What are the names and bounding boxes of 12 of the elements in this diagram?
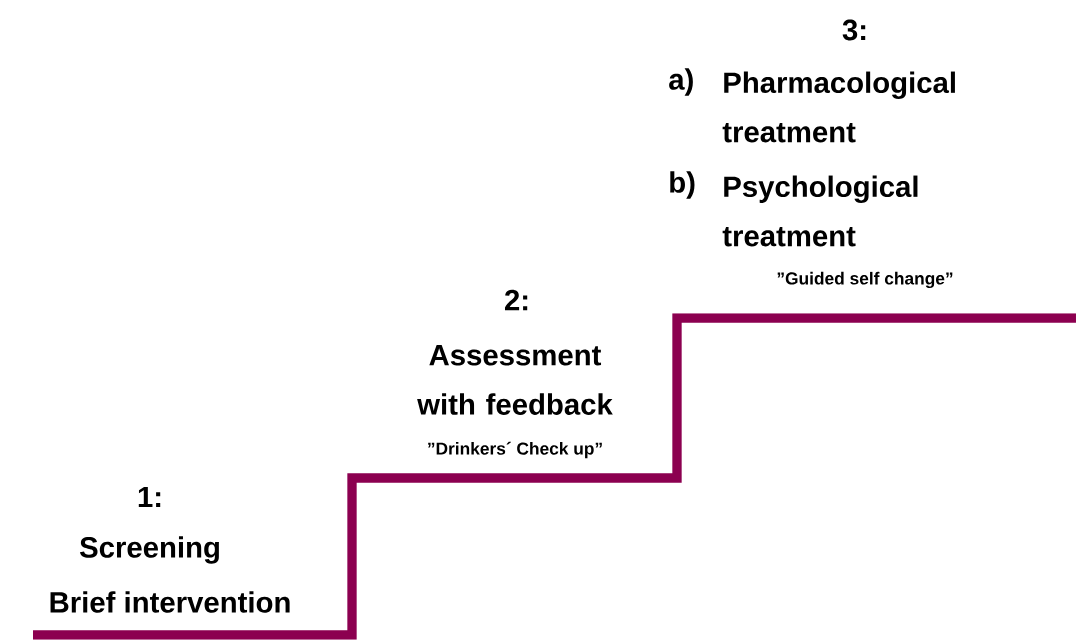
step-label: Pharmacological treatment — [722, 71, 955, 143]
step-label: Assessment with feedback — [417, 345, 613, 415]
step-number: 2: — [505, 289, 528, 311]
step-label: Psychological treatment — [722, 175, 918, 247]
step-note: ”Guided self change” — [777, 271, 953, 289]
step-label: Brief intervention — [50, 591, 290, 613]
list-marker: a) — [669, 68, 693, 96]
step-number: 1: — [138, 486, 161, 508]
step-note: ”Drinkers´ Check up” — [428, 441, 602, 459]
list-marker: b) — [670, 171, 695, 199]
step-number: 3: — [842, 19, 866, 41]
step-label: Screening — [79, 536, 219, 564]
